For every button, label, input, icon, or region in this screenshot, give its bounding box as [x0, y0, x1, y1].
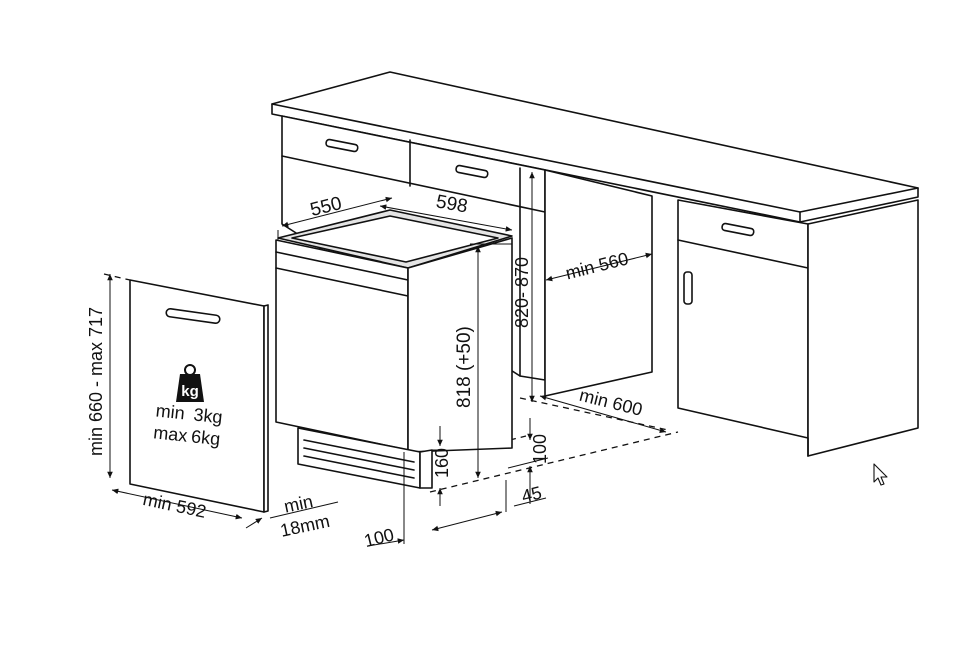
door-weight-min-value: 3kg: [193, 404, 224, 427]
door-weight-max-label: max: [152, 422, 188, 445]
dimension-lines: [103, 172, 667, 547]
dim-niche-depth-label: min 600: [577, 385, 644, 420]
dim-niche-height-label: 820- 870: [512, 257, 532, 328]
dishwasher-appliance: [275, 209, 513, 489]
dim-appliance-height-label: 818 (+50): [454, 326, 475, 408]
dim-door-thickness-line1: min: [282, 491, 315, 517]
door-weight-text: min 3kg max 6kg: [152, 400, 223, 449]
dim-plinth-100-right-label: 100: [530, 434, 550, 464]
dim-door-height-label: min 660 - max 717: [86, 307, 106, 456]
door-weight-min-label: min: [155, 400, 186, 423]
weight-kg-icon: kg: [176, 364, 204, 402]
dim-plinth-160-label: 160: [432, 448, 452, 478]
door-weight-max-value: 6kg: [190, 426, 221, 449]
weight-icon-label: kg: [181, 383, 199, 400]
dim-plinth-45-label: 45: [519, 482, 543, 506]
mouse-pointer-icon: [873, 463, 888, 486]
dim-plinth-100-bottom-label: 100: [362, 524, 396, 551]
